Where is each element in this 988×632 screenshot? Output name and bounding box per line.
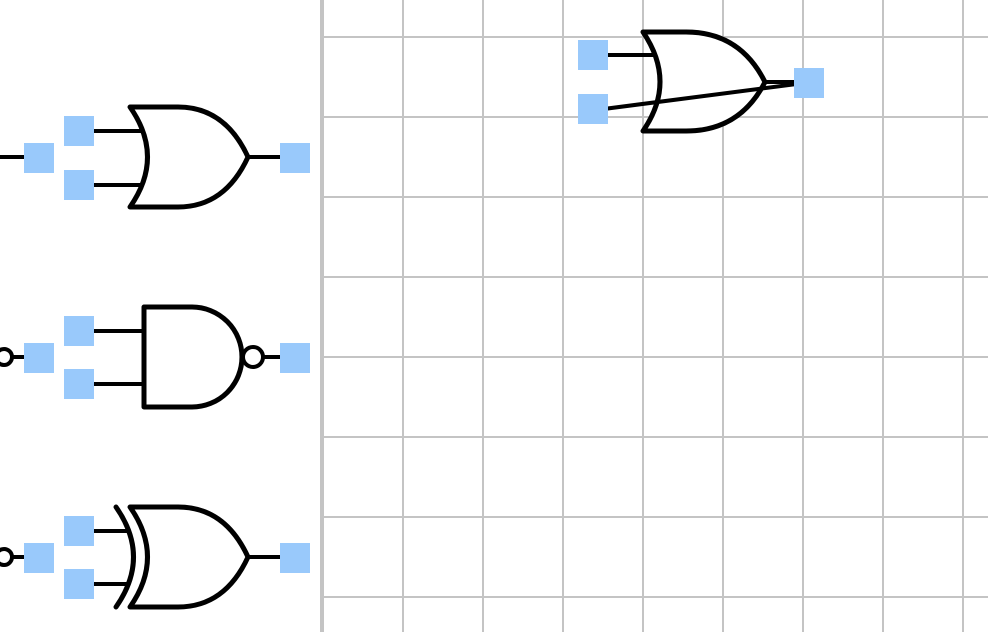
or-gate-icon (127, 104, 251, 210)
nand-gate-input-port[interactable] (64, 369, 94, 399)
xnor-gate-input-port[interactable] (64, 516, 94, 546)
shape-palette (0, 0, 322, 632)
placed-or-gate-output-port[interactable] (794, 68, 824, 98)
or-gate-input-port[interactable] (64, 116, 94, 146)
xnor-gate-output-port[interactable] (280, 543, 310, 573)
xnor-gate-input-port[interactable] (64, 569, 94, 599)
previous-shape-port[interactable] (24, 543, 54, 573)
placed-or-gate-input-port[interactable] (578, 94, 608, 124)
placed-or-gate[interactable] (578, 29, 824, 134)
palette-or-gate[interactable] (0, 104, 310, 210)
xnor-gate-back-curve (113, 504, 136, 610)
canvas-border (320, 0, 322, 632)
or-gate-output-port[interactable] (280, 143, 310, 173)
drawing-canvas[interactable] (322, 0, 988, 632)
palette-nand-gate[interactable] (0, 304, 310, 410)
or-gate-input-port[interactable] (64, 170, 94, 200)
previous-shape-port[interactable] (24, 343, 54, 373)
xnor-gate-icon (127, 504, 251, 610)
connector-wire[interactable] (594, 80, 814, 112)
or-gate-icon (640, 29, 768, 134)
nand-gate-input-port[interactable] (64, 316, 94, 346)
nand-gate-output-port[interactable] (280, 343, 310, 373)
palette-xnor-gate[interactable] (0, 504, 310, 610)
placed-or-gate-input-port[interactable] (578, 40, 608, 70)
previous-shape-port[interactable] (24, 143, 54, 173)
